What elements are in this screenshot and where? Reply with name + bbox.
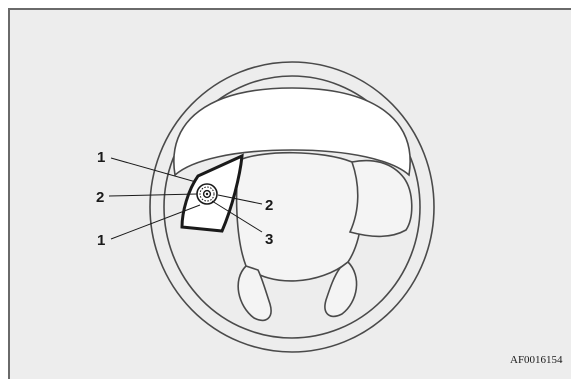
wheel-lower-right-spoke [324, 260, 358, 318]
callout-upper-left: 1 [97, 149, 105, 166]
figure-code: AF0016154 [510, 354, 563, 366]
steering-wheel-illustration [149, 61, 435, 353]
leader-lower-right [211, 200, 263, 233]
callout-lower-left: 1 [97, 232, 105, 249]
callout-mid-right: 2 [265, 197, 273, 214]
wheel-center-hub [235, 151, 363, 282]
leader-lower-left [110, 204, 201, 240]
leader-upper-left [110, 157, 197, 183]
wheel-right-spoke [348, 159, 413, 238]
leader-mid-left [108, 193, 198, 197]
callout-mid-left: 2 [96, 189, 104, 206]
audio-control-switch-icon [196, 183, 218, 205]
wheel-rim-outer [149, 61, 435, 353]
leader-mid-right [217, 194, 263, 205]
wheel-lower-left-spoke [237, 265, 272, 322]
wheel-upper-opening [173, 87, 411, 177]
callout-lower-right: 3 [265, 231, 273, 248]
wheel-rim-inner [163, 75, 421, 339]
callout-leader-lines [108, 157, 263, 240]
